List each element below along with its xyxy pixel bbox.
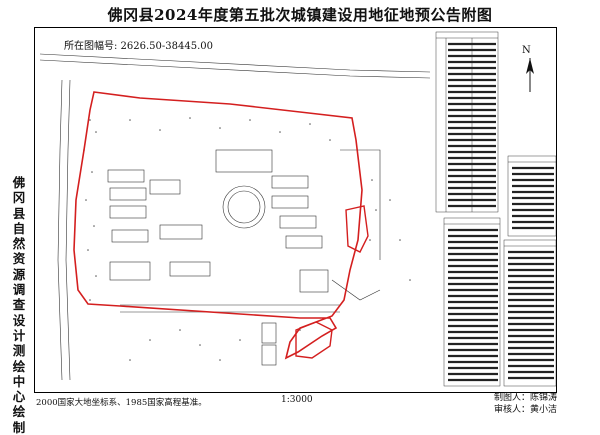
coordinate-table-2-rows	[512, 166, 554, 230]
made-by: 制图人：陈锦涛	[494, 393, 558, 403]
north-arrow-icon	[526, 58, 534, 92]
parcel-boundary-lower	[295, 321, 333, 359]
terrain-symbols	[83, 117, 411, 361]
map-canvas	[39, 31, 557, 387]
reviewed-by: 审核人：黄小洁	[494, 405, 558, 415]
coordinate-table-4-rows	[508, 250, 554, 380]
base-map	[39, 53, 431, 381]
scale-label: 1:3000	[281, 395, 313, 405]
credits: 制图人：陈锦涛 审核人：黄小洁	[494, 392, 557, 416]
sheet-number: 所在图幅号: 2626.50-38445.00	[62, 37, 215, 52]
map-title: 佛冈县2024年度第五批次城镇建设用地征地预公告附图	[107, 6, 493, 24]
parcel-boundary-inset	[345, 205, 369, 253]
north-label: N	[522, 45, 531, 56]
coordinate-table-4	[503, 239, 557, 387]
coordinate-table-2	[507, 155, 557, 237]
coordinate-table-1-rows	[448, 42, 496, 208]
datum-note: 2000国家大地坐标系、1985国家高程基准。	[36, 398, 207, 408]
producer-label: 佛冈县自然资源调查设计测绘中心绘制	[12, 175, 26, 435]
coordinate-table-3	[443, 217, 501, 387]
coordinate-table-3-rows	[448, 228, 498, 382]
parcel-boundary	[73, 91, 363, 360]
